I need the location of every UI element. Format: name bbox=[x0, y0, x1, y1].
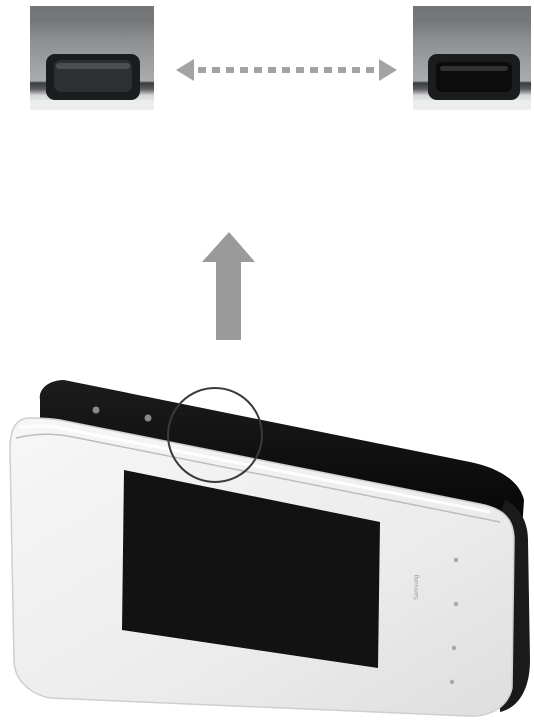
up-arrow-icon bbox=[202, 232, 255, 340]
port-cover-open-icon bbox=[413, 6, 531, 110]
device-icon: Samsung bbox=[10, 380, 530, 716]
port-cover-closed-icon bbox=[30, 6, 154, 110]
double-arrow-icon bbox=[176, 59, 397, 81]
device-brand-text: Samsung bbox=[414, 575, 420, 600]
